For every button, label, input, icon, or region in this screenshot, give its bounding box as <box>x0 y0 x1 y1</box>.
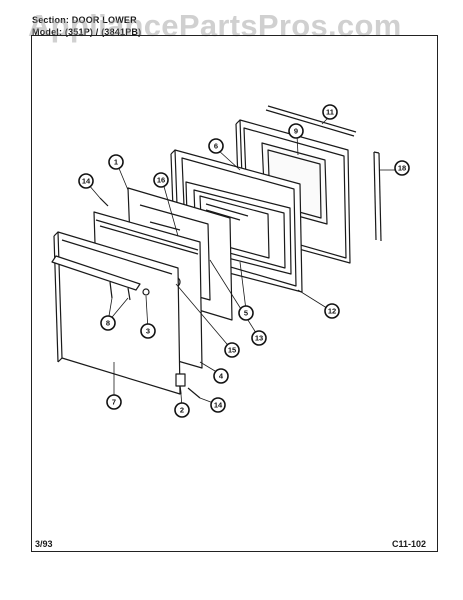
svg-text:3: 3 <box>146 327 150 336</box>
callout-4: 4 <box>213 368 229 384</box>
side-trim-strip <box>373 151 382 242</box>
callout-1: 1 <box>108 154 124 170</box>
svg-text:13: 13 <box>255 334 263 343</box>
callout-8: 8 <box>100 315 116 331</box>
svg-text:7: 7 <box>112 398 116 407</box>
footer-date: 3/93 <box>35 539 53 549</box>
footer-code: C11-102 <box>392 539 427 549</box>
svg-text:14: 14 <box>82 177 91 186</box>
callout-14-top: 14 <box>78 173 94 189</box>
callout-9: 9 <box>288 123 304 139</box>
svg-text:4: 4 <box>219 372 224 381</box>
svg-text:8: 8 <box>106 319 110 328</box>
watermark-text: AppliancePartsPros.com <box>28 8 402 43</box>
svg-text:1: 1 <box>114 158 118 167</box>
svg-text:9: 9 <box>294 127 298 136</box>
svg-text:12: 12 <box>328 307 336 316</box>
diagram-frame <box>31 35 438 552</box>
callout-18: 18 <box>394 160 410 176</box>
svg-text:14: 14 <box>214 401 223 410</box>
callout-5: 5 <box>238 305 254 321</box>
callout-12: 12 <box>324 303 340 319</box>
svg-text:15: 15 <box>228 346 236 355</box>
svg-text:6: 6 <box>214 142 218 151</box>
svg-text:18: 18 <box>398 164 406 173</box>
leader-lines <box>87 115 396 409</box>
svg-text:2: 2 <box>180 406 184 415</box>
screws <box>99 197 201 399</box>
hinge-part <box>175 373 186 395</box>
callout-13: 13 <box>251 330 267 346</box>
model-title: Model: (351P) / (3841PB) <box>32 27 142 37</box>
callout-14-bottom: 14 <box>210 397 226 413</box>
svg-text:11: 11 <box>326 108 334 117</box>
callout-15: 15 <box>224 342 240 358</box>
callout-3: 3 <box>140 323 156 339</box>
section-title: Section: DOOR LOWER <box>32 15 137 25</box>
callout-16: 16 <box>153 172 169 188</box>
callout-7: 7 <box>106 394 122 410</box>
top-gasket-strip <box>265 105 357 137</box>
callout-6: 6 <box>208 138 224 154</box>
svg-text:5: 5 <box>244 309 248 318</box>
door-handle <box>51 255 150 301</box>
callout-11: 11 <box>322 104 338 120</box>
svg-text:16: 16 <box>157 176 165 185</box>
callout-2: 2 <box>174 402 190 418</box>
